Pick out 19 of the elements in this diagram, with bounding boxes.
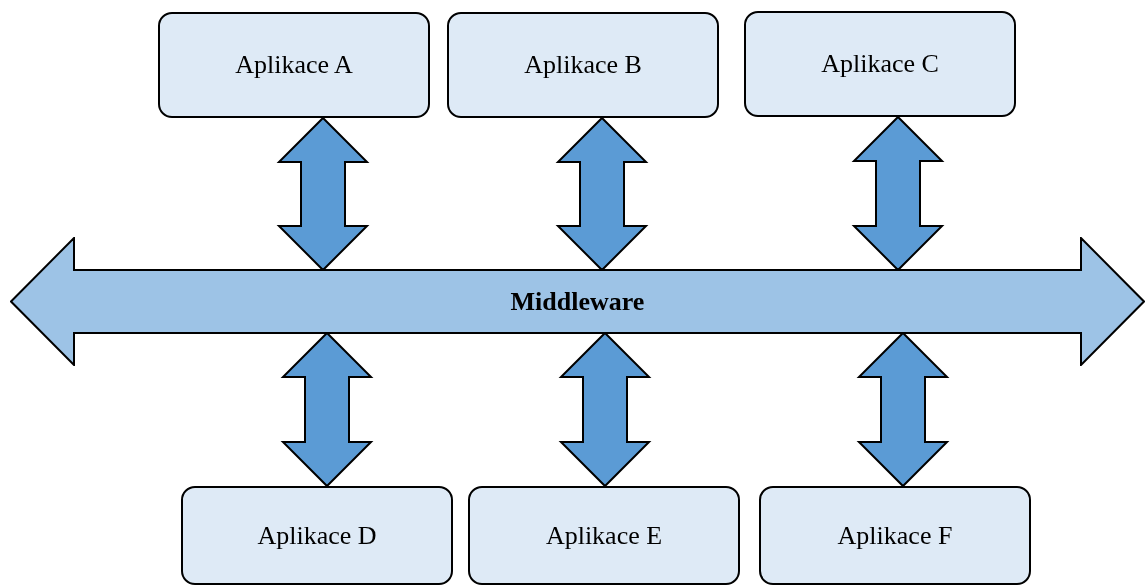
application-box (759, 486, 1031, 585)
application-box (468, 486, 740, 585)
application-box (158, 12, 430, 118)
double-arrow (276, 116, 370, 272)
application-box (447, 12, 719, 118)
double-arrow (851, 115, 945, 272)
box-label: Aplikace F (837, 520, 953, 551)
box-label: Aplikace E (545, 520, 663, 551)
box-label: Aplikace D (257, 520, 377, 551)
double-arrow (856, 331, 950, 488)
box-label: Aplikace C (821, 49, 939, 79)
application-box (744, 11, 1016, 117)
box-label: Aplikace A (235, 50, 353, 80)
double-arrow (280, 331, 374, 488)
box-label: Aplikace B (524, 50, 642, 80)
double-arrow (555, 116, 649, 272)
double-arrow (558, 331, 652, 488)
application-box (181, 486, 453, 585)
band-label: Middleware (510, 286, 645, 317)
